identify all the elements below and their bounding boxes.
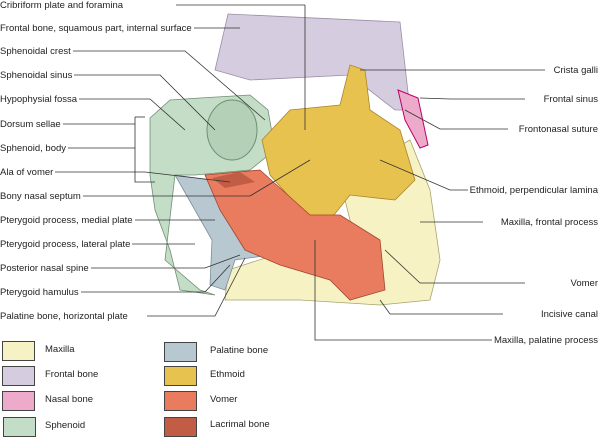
legend-swatch-vomer: [164, 391, 197, 411]
label-frontal-sinus: Frontal sinus: [541, 94, 598, 105]
label-ethmoid-perpendicular-lamina: Ethmoid, perpendicular lamina: [467, 185, 598, 196]
nasal-bone-shape: [397, 89, 429, 149]
label-palatine-horizontal-plate: Palatine bone, horizontal plate: [0, 311, 130, 322]
leader-lines: [50, 4, 545, 341]
label-pterygoid-hamulus: Pterygoid hamulus: [0, 287, 81, 298]
legend-swatch-maxilla: [2, 341, 35, 361]
label-vomer: Vomer: [568, 278, 598, 289]
legend-label-nasal-bone: Nasal bone: [45, 394, 94, 405]
legend-label-ethmoid: Ethmoid: [210, 369, 245, 380]
label-sphenoid-body: Sphenoid, body: [0, 143, 69, 154]
lacrimal-bone-shape: [212, 172, 255, 188]
label-sphenoidal-crest: Sphenoidal crest: [0, 46, 73, 57]
legend-label-sphenoid: Sphenoid: [45, 420, 86, 431]
legend-label-palatine-bone: Palatine bone: [210, 345, 269, 356]
legend-swatch-frontal-bone: [2, 366, 35, 386]
legend-swatch-palatine-bone: [164, 342, 197, 362]
label-sphenoidal-sinus: Sphenoidal sinus: [0, 70, 75, 81]
legend-swatch-nasal-bone: [2, 391, 35, 411]
legend-swatch-sphenoid: [3, 417, 36, 437]
label-bony-nasal-septum: Bony nasal septum: [0, 191, 83, 202]
label-pterygoid-medial-plate: Pterygoid process, medial plate: [0, 215, 135, 226]
label-pterygoid-lateral-plate: Pterygoid process, lateral plate: [0, 239, 133, 250]
label-frontal-bone-squamous: Frontal bone, squamous part, internal su…: [0, 23, 194, 34]
label-ala-of-vomer: Ala of vomer: [0, 167, 56, 178]
legend-swatch-ethmoid: [164, 366, 197, 386]
label-maxilla-frontal-process: Maxilla, frontal process: [498, 217, 598, 228]
legend-label-lacrimal-bone: Lacrimal bone: [210, 419, 270, 430]
label-frontonasal-suture: Frontonasal suture: [516, 124, 598, 135]
label-maxilla-palatine-process: Maxilla, palatine process: [491, 335, 598, 346]
legend-swatch-lacrimal-bone: [164, 417, 197, 437]
sphenoidal-sinus-shape: [206, 99, 258, 161]
label-hypophysial-fossa: Hypophysial fossa: [0, 94, 80, 105]
legend-label-frontal-bone: Frontal bone: [45, 369, 99, 380]
label-posterior-nasal-spine: Posterior nasal spine: [0, 263, 91, 274]
label-incisive-canal: Incisive canal: [538, 309, 598, 320]
label-dorsum-sellae: Dorsum sellae: [0, 119, 63, 130]
label-cribriform-plate: Cribriform plate and foramina: [0, 0, 126, 11]
vomer-shape: [204, 169, 386, 301]
legend-label-vomer: Vomer: [210, 394, 238, 405]
label-crista-galli: Crista galli: [551, 65, 598, 76]
legend-label-maxilla: Maxilla: [45, 344, 75, 355]
